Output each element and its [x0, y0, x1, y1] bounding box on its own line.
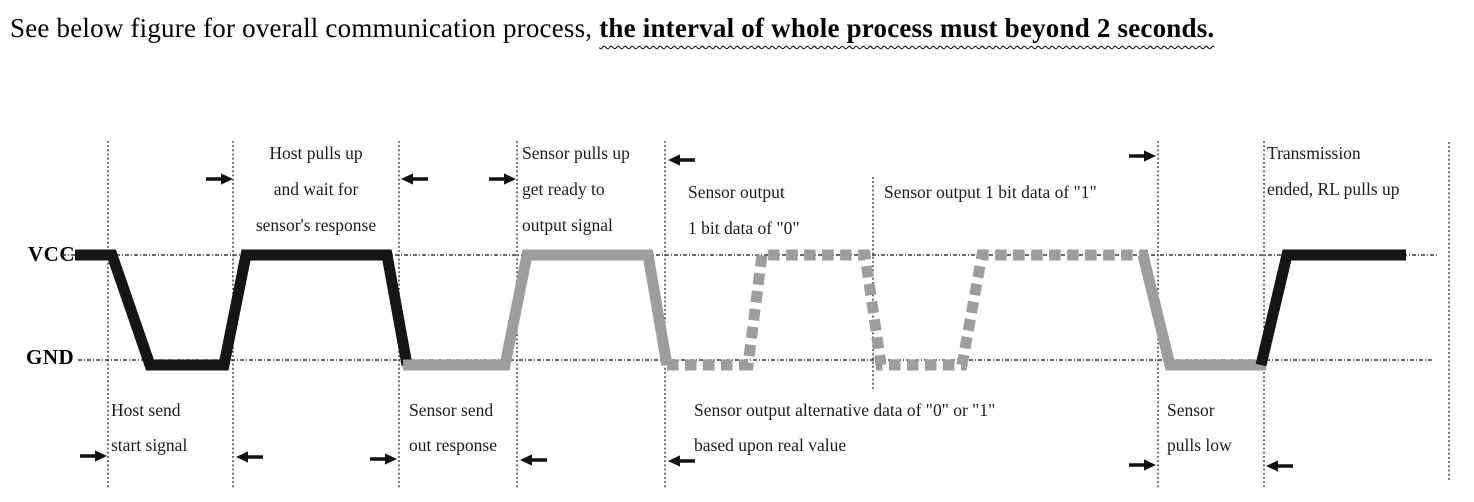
annotation-transmission-ended: Transmission ended, RL pulls up: [1267, 142, 1449, 214]
annotation-sensor-send-response: Sensor send out response: [409, 399, 521, 469]
annotation-line: Host pulls up: [269, 143, 363, 163]
arrow-left-icon: [1266, 460, 1293, 472]
annotation-line: Host send: [111, 400, 181, 420]
annotation-host-send-start: Host send start signal: [111, 399, 231, 469]
arrow-right-icon: [1129, 459, 1156, 471]
arrow-left-icon: [401, 173, 428, 185]
annotation-line: Sensor output: [688, 182, 785, 202]
arrow-right-icon: [370, 453, 397, 465]
arrow-left-icon: [668, 455, 695, 467]
waveform-host-end-pull-up: [1255, 249, 1406, 367]
annotation-line: sensor's response: [255, 215, 377, 235]
annotation-line: Sensor: [1167, 400, 1215, 420]
annotation-line: Sensor send: [409, 400, 494, 420]
waveform-sensor-response: [403, 249, 673, 371]
waveform-sensor-pull-low-end: [1137, 253, 1266, 371]
vcc-axis-label: VCC: [28, 242, 75, 266]
annotation-line: Sensor output 1 bit data of "1": [884, 182, 1097, 202]
caption-text: See below figure for overall communicati…: [10, 13, 600, 43]
annotation-line: pulls low: [1167, 435, 1232, 455]
waveform-sensor-data-bits: [667, 249, 1148, 371]
annotation-line: get ready to: [522, 179, 605, 199]
arrow-right-icon: [206, 173, 233, 185]
arrow-left-icon: [236, 451, 263, 463]
annotation-line: out response: [409, 435, 497, 455]
arrow-right-icon: [489, 173, 516, 185]
annotation-line: and wait for: [273, 179, 359, 199]
annotation-line: 1 bit data of "0": [688, 218, 800, 238]
annotation-line: Transmission: [1267, 143, 1361, 163]
annotation-line: output signal: [522, 215, 613, 235]
arrow-left-icon: [668, 154, 695, 166]
annotation-line: based upon real value: [694, 435, 847, 455]
annotation-line: Sensor output alternative data of "0" or…: [694, 400, 996, 420]
arrow-right-icon: [1129, 150, 1156, 162]
gnd-axis-label: GND: [26, 345, 75, 369]
annotation-host-pulls-up: Host pulls up and wait for sensor's respon…: [233, 142, 399, 250]
arrow-right-icon: [80, 450, 107, 462]
annotation-sensor-output-1: Sensor output 1 bit data of "1": [884, 181, 1154, 217]
annotation-line: ended, RL pulls up: [1267, 179, 1400, 199]
figure-caption: See below figure for overall communicati…: [10, 13, 1214, 44]
annotation-sensor-pulls-up: Sensor pulls up get ready to output signal: [522, 142, 664, 250]
annotation-line: start signal: [111, 435, 188, 455]
annotation-sensor-output-alt: Sensor output alternative data of "0" or…: [694, 399, 1094, 469]
caption-emphasis: the interval of whole process must beyon…: [599, 13, 1215, 43]
annotation-sensor-pulls-low: Sensor pulls low: [1167, 399, 1259, 469]
annotation-line: Sensor pulls up: [522, 143, 630, 163]
arrow-left-icon: [520, 454, 547, 466]
waveform-host-start-signal: [75, 249, 413, 371]
annotation-sensor-output-0: Sensor output 1 bit data of "0": [688, 181, 868, 253]
